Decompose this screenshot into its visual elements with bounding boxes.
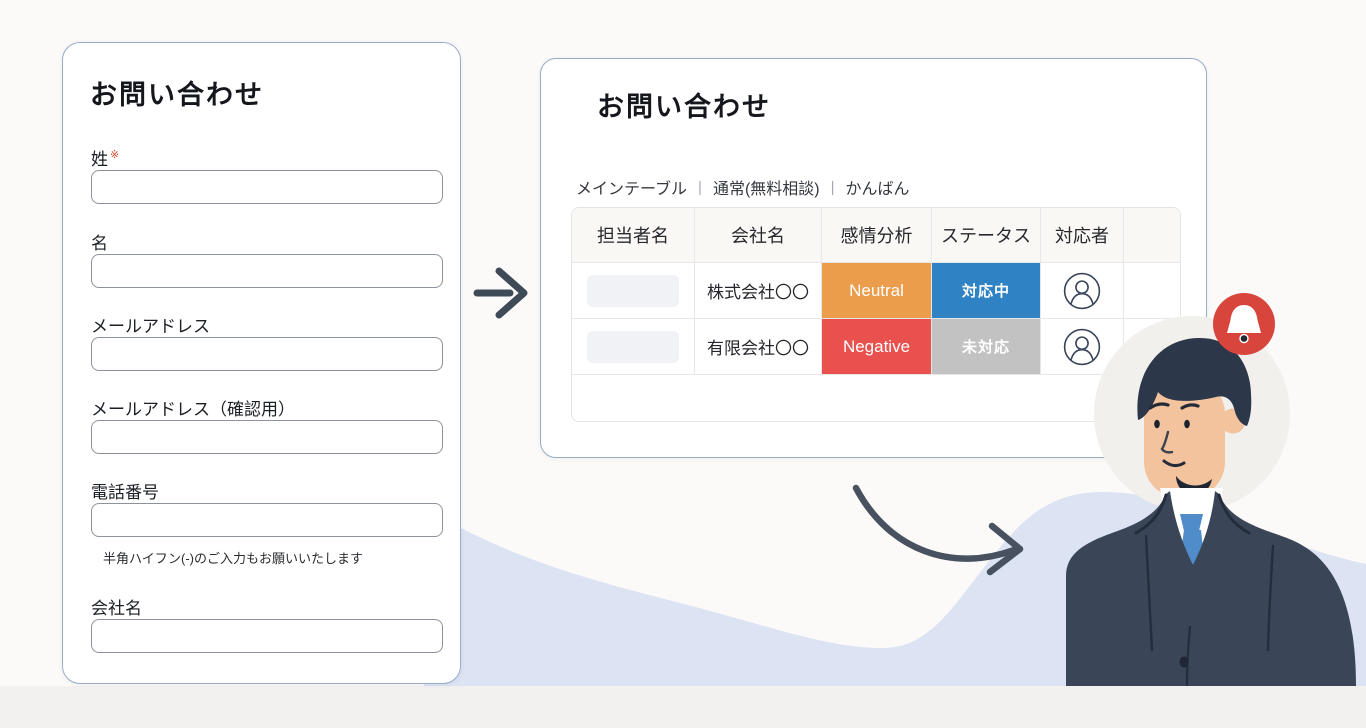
left-lapel bbox=[1134, 493, 1168, 535]
user-avatar-icon bbox=[1063, 328, 1101, 365]
board-title: お問い合わせ bbox=[597, 92, 771, 122]
suit-button bbox=[1179, 656, 1189, 668]
company-cell[interactable]: 株式会社〇〇 bbox=[695, 263, 822, 319]
notification-badge bbox=[1213, 293, 1275, 355]
company-input[interactable] bbox=[91, 619, 443, 653]
email-confirm-input[interactable] bbox=[91, 420, 443, 454]
view-tabs: メインテーブル | 通常(無料相談) | かんばん bbox=[576, 175, 910, 199]
header-extra bbox=[1124, 208, 1180, 263]
email-label: メールアドレス bbox=[91, 317, 210, 336]
tab-separator: | bbox=[698, 178, 702, 196]
sentiment-cell[interactable]: Neutral bbox=[822, 263, 932, 319]
phone-label: 電話番号 bbox=[91, 483, 159, 502]
assignee-placeholder bbox=[587, 274, 679, 307]
bottom-strip bbox=[0, 686, 1366, 728]
first-name-label: 名 bbox=[91, 234, 108, 253]
status-cell[interactable]: 未対応 bbox=[932, 319, 1041, 375]
left-eye bbox=[1154, 419, 1160, 429]
table-header-row: 担当者名 会社名 感情分析 ステータス 対応者 bbox=[572, 208, 1180, 263]
row-extra-cell bbox=[1124, 263, 1180, 319]
phone-input[interactable] bbox=[91, 503, 443, 537]
notification-bell-icon bbox=[1227, 305, 1261, 344]
header-company: 会社名 bbox=[695, 208, 822, 263]
header-status: ステータス bbox=[932, 208, 1041, 263]
sentiment-badge[interactable]: Negative bbox=[822, 319, 931, 374]
tab-kanban[interactable]: かんばん bbox=[845, 181, 910, 198]
first-name-input[interactable] bbox=[91, 254, 443, 288]
suit bbox=[1066, 491, 1356, 686]
table-empty-footer bbox=[572, 375, 1180, 421]
user-avatar-icon bbox=[1063, 272, 1101, 309]
email-confirm-label: メールアドレス（確認用） bbox=[91, 400, 295, 419]
suit-details bbox=[1134, 493, 1275, 686]
header-sentiment: 感情分析 bbox=[822, 208, 932, 263]
header-assignee: 担当者名 bbox=[572, 208, 695, 263]
face-features bbox=[1148, 402, 1200, 468]
header-responder: 対応者 bbox=[1041, 208, 1124, 263]
email-input[interactable] bbox=[91, 337, 443, 371]
arrow-right-icon bbox=[473, 267, 528, 319]
table-row: 有限会社〇〇 Negative 未対応 bbox=[572, 319, 1180, 375]
assignee-cell[interactable] bbox=[572, 263, 695, 319]
company-label: 会社名 bbox=[91, 599, 142, 618]
inquiry-table: 担当者名 会社名 感情分析 ステータス 対応者 株式会社〇〇 Neutral 対… bbox=[571, 207, 1181, 422]
center-seam bbox=[1185, 625, 1192, 686]
right-eyebrow bbox=[1180, 403, 1200, 410]
responder-cell[interactable] bbox=[1041, 263, 1124, 319]
assignee-placeholder bbox=[587, 330, 679, 363]
tab-separator: | bbox=[830, 178, 835, 196]
last-name-label: 姓※ bbox=[91, 149, 120, 169]
nose bbox=[1160, 430, 1174, 454]
right-crease bbox=[1266, 544, 1275, 652]
form-title: お問い合わせ bbox=[90, 80, 264, 110]
status-cell[interactable]: 対応中 bbox=[932, 263, 1041, 319]
right-eye bbox=[1184, 419, 1190, 429]
crm-board-card: お問い合わせ メインテーブル | 通常(無料相談) | かんばん 担当者名 会社… bbox=[540, 58, 1207, 458]
hair bbox=[1137, 337, 1252, 426]
status-badge[interactable]: 対応中 bbox=[932, 263, 1040, 318]
sentiment-cell[interactable]: Negative bbox=[822, 319, 932, 375]
curved-arrow-icon bbox=[852, 484, 1024, 576]
smile bbox=[1162, 459, 1186, 468]
sentiment-badge[interactable]: Neutral bbox=[822, 263, 931, 318]
status-badge[interactable]: 未対応 bbox=[932, 319, 1040, 374]
assignee-cell[interactable] bbox=[572, 319, 695, 375]
face bbox=[1144, 378, 1246, 498]
last-name-input[interactable] bbox=[91, 170, 443, 204]
required-mark: ※ bbox=[110, 149, 120, 162]
phone-helper-text: 半角ハイフン(-)のご入力もお願いいたします bbox=[103, 551, 363, 566]
tab-main-table[interactable]: メインテーブル bbox=[576, 181, 688, 198]
right-lapel bbox=[1217, 493, 1251, 535]
company-cell[interactable]: 有限会社〇〇 bbox=[695, 319, 822, 375]
tab-normal-consult[interactable]: 通常(無料相談) bbox=[712, 181, 820, 198]
table-row: 株式会社〇〇 Neutral 対応中 bbox=[572, 263, 1180, 319]
left-crease bbox=[1144, 534, 1154, 652]
left-eyebrow bbox=[1148, 402, 1170, 410]
contact-form-card: お問い合わせ 姓※ 名 メールアドレス メールアドレス（確認用） 電話番号 半角… bbox=[62, 42, 461, 684]
businessman-illustration bbox=[1066, 337, 1356, 686]
